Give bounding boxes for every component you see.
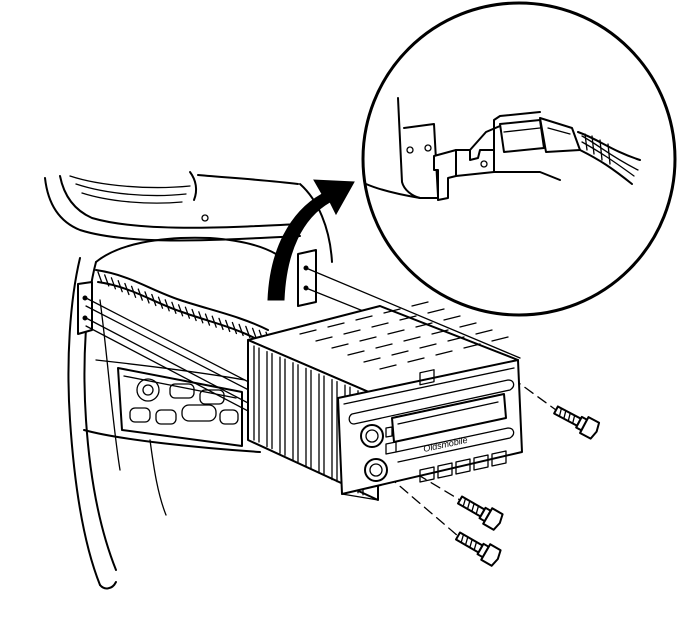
vent-slot (363, 357, 381, 363)
wire-harness (95, 269, 271, 344)
screw-middle (457, 495, 504, 531)
vent-slot (355, 315, 373, 321)
top-vent-slots (299, 301, 509, 370)
dashboard (44, 171, 333, 590)
heat-fin (279, 356, 286, 456)
vent-slot (435, 350, 453, 356)
vent-slot (391, 350, 409, 356)
left-mounting-bracket (77, 281, 93, 335)
mounting-screws (455, 405, 601, 567)
vent-slot (299, 329, 317, 335)
vent-slot (347, 350, 365, 356)
vent-slot (359, 336, 377, 342)
vent-slot (459, 322, 477, 328)
vent-slot (407, 357, 425, 363)
vent-slot (315, 336, 333, 342)
connector-detail-view (361, 1, 677, 317)
vent-slot (411, 301, 429, 307)
vent-slot (431, 329, 449, 335)
screw-upper-right (553, 405, 601, 440)
heat-fin (331, 378, 338, 483)
vent-slot (447, 336, 465, 342)
vent-slot (399, 315, 417, 321)
vent-slot (475, 329, 493, 335)
vent-slot (327, 322, 345, 328)
heat-fin (266, 350, 273, 450)
vent-slot (331, 343, 349, 349)
heat-fin (292, 362, 299, 463)
vent-slot (491, 336, 509, 342)
vent-slot (443, 315, 461, 321)
vent-slot (427, 308, 445, 314)
vent-slot (379, 364, 397, 370)
heat-fin (253, 345, 260, 443)
right-mounting-bracket (297, 249, 317, 307)
vent-slot (415, 322, 433, 328)
radio-receiver: Oldsmobile (247, 301, 523, 501)
vent-slot (343, 329, 361, 335)
vent-slot (387, 329, 405, 335)
screw-lower (455, 531, 502, 567)
detail-callout-arrow (267, 179, 355, 301)
heat-fin (318, 373, 325, 476)
climate-control-panel (117, 367, 243, 447)
heat-fin (305, 367, 312, 470)
vent-slot (403, 336, 421, 342)
vent-slot (419, 343, 437, 349)
vent-slot (375, 343, 393, 349)
vent-slot (371, 322, 389, 328)
vent-slot (463, 343, 481, 349)
vent-slot (383, 308, 401, 314)
